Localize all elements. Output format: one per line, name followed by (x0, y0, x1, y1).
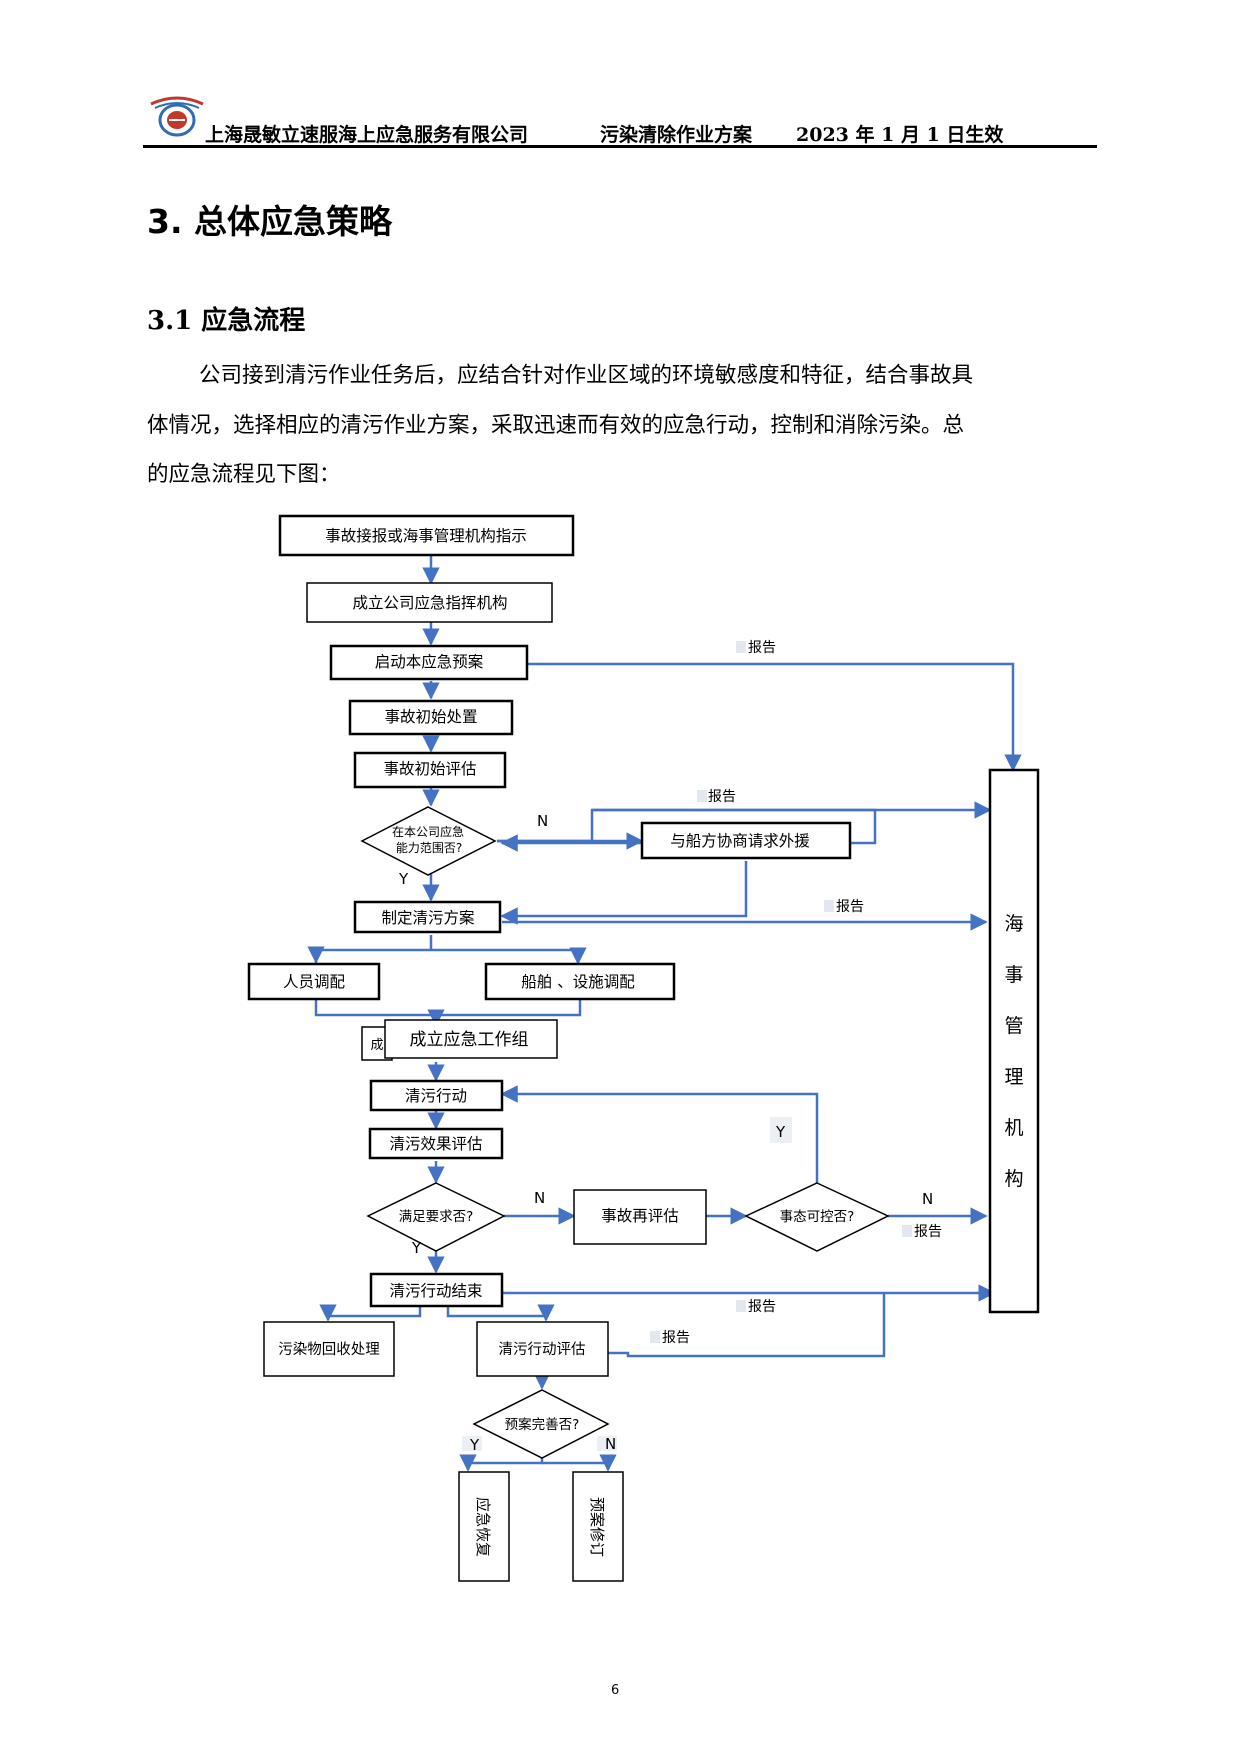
authority-char-3: 管 (1004, 1015, 1023, 1037)
header-doc-title: 污染清除作业方案 (600, 124, 753, 146)
node-command-text: 成立公司应急指挥机构 (352, 593, 507, 612)
page-number: 6 (611, 1683, 620, 1698)
node-recovery-box (458, 1471, 510, 1582)
node-cleanup-action-text: 清污行动 (405, 1087, 467, 1105)
label-report-5: 报告 (748, 1299, 776, 1315)
node-workgroup-box (384, 1019, 558, 1059)
decision-capability-text-1: 在本公司应急 (392, 824, 464, 839)
node-initial-handling-box (348, 699, 514, 736)
label-report-1: 报告 (748, 640, 776, 656)
label-no-capability: N (537, 812, 548, 830)
label-no-requirement: N (534, 1189, 545, 1207)
label-report-3: 报告 (836, 899, 864, 915)
node-external-help-text: 与船方协商请求外援 (670, 832, 810, 850)
decision-plan-ok-text: 预案完善否? (505, 1416, 580, 1433)
node-personnel-text: 人员调配 (283, 973, 345, 991)
decision-requirement-shape (366, 1182, 506, 1252)
node-action-assess-box (476, 1321, 609, 1377)
node-action-end-box (369, 1272, 504, 1308)
node-cleanup-plan-box (353, 900, 502, 934)
label-yes-controllable: Y (775, 1123, 786, 1141)
node-action-end-text: 清污行动结束 (389, 1282, 482, 1300)
node-effect-assess-text: 清污效果评估 (389, 1135, 482, 1153)
label-report-6: 报告 (662, 1330, 690, 1346)
decision-capability-shape (360, 806, 497, 876)
label-yes-capability: Y (398, 870, 409, 888)
node-workgroup-text: 成立应急工作组 (410, 1030, 529, 1050)
node-command-box (306, 582, 553, 623)
node-reassess-text: 事故再评估 (601, 1207, 679, 1225)
label-yes-plan: Y (469, 1436, 480, 1454)
node-waste-text: 污染物回收处理 (278, 1341, 380, 1358)
paragraph-line-2: 体情况，选择相应的清污作业方案，采取迅速而有效的应急行动，控制和消除污染。总 (147, 413, 965, 438)
label-report-4: 报告 (914, 1224, 942, 1240)
label-no-controllable: N (922, 1190, 933, 1208)
node-initial-handling-text: 事故初始处置 (384, 708, 477, 726)
node-waste-box (263, 1321, 395, 1377)
authority-char-6: 构 (1004, 1168, 1023, 1190)
node-action-assess-text: 清污行动评估 (499, 1341, 586, 1358)
node-revision-text: 预案修订 (588, 1497, 606, 1557)
node-report-text: 事故接报或海事管理机构指示 (325, 527, 527, 545)
decision-plan-ok-shape (472, 1389, 610, 1459)
authority-char-1: 海 (1004, 913, 1023, 935)
node-external-help-box (640, 821, 852, 860)
paragraph-line-3: 的应急流程见下图： (147, 462, 341, 487)
node-equipment-box (484, 962, 676, 1001)
header-divider (143, 145, 1097, 148)
node-recovery-text: 应急恢复 (474, 1497, 492, 1557)
section-heading: 3. 总体应急策略 (147, 202, 392, 241)
node-plan-start-text: 启动本应急预案 (375, 652, 484, 671)
authority-char-4: 理 (1004, 1066, 1023, 1088)
company-logo (150, 96, 204, 137)
node-workgroup-hidden-text: 成 (370, 1038, 383, 1053)
authority-box (988, 768, 1040, 1314)
label-no-plan: N (605, 1435, 616, 1453)
node-initial-assess-box (353, 751, 507, 789)
header-effective-date: 2023 年 1 月 1 日生效 (796, 124, 1004, 146)
decision-controllable-text: 事态可控否? (780, 1209, 855, 1225)
authority-char-2: 事 (1004, 964, 1023, 986)
decision-requirement-text: 满足要求否? (399, 1209, 474, 1225)
decision-controllable-shape (744, 1182, 890, 1252)
authority-char-5: 机 (1004, 1117, 1023, 1139)
node-report-box (278, 514, 575, 557)
node-revision-box (572, 1471, 624, 1582)
node-equipment-text: 船舶 、设施调配 (521, 973, 634, 991)
node-initial-assess-text: 事故初始评估 (383, 760, 476, 778)
paragraph-line-1: 公司接到清污作业任务后，应结合针对作业区域的环境敏感度和特征，结合事故具 (199, 363, 974, 388)
node-effect-assess-box (368, 1127, 504, 1160)
node-cleanup-plan-text: 制定清污方案 (381, 909, 475, 927)
header-company: 上海晟敏立速服海上应急服务有限公司 (205, 124, 529, 146)
label-yes-requirement: Y (411, 1239, 422, 1257)
node-personnel-box (247, 962, 381, 1001)
node-plan-start-box (329, 644, 529, 681)
section-subheading: 3.1 应急流程 (147, 306, 306, 336)
label-report-2: 报告 (708, 789, 736, 805)
decision-capability-text-2: 能力范围否? (396, 841, 462, 855)
node-cleanup-action-box (369, 1079, 504, 1112)
node-reassess-box (573, 1189, 707, 1245)
